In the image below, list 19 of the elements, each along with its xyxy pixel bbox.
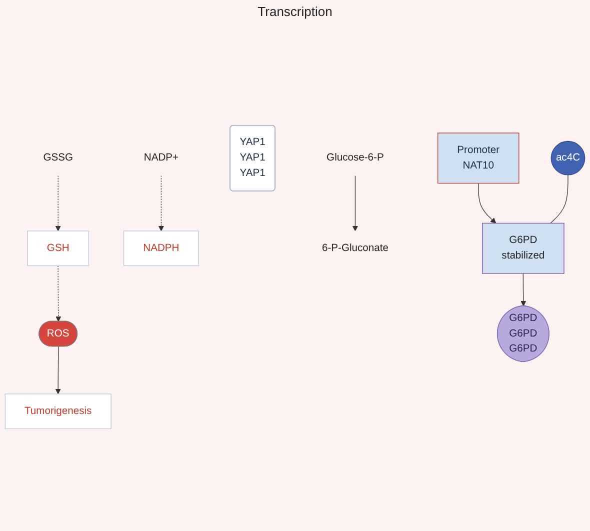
arrow (56, 265, 62, 322)
arrow (520, 273, 526, 306)
arrow (55, 175, 61, 232)
arrow (158, 175, 164, 232)
arrow (352, 175, 358, 232)
arrow (478, 182, 496, 224)
node-circle: ac4C (550, 140, 586, 176)
node-text: Glucose-6-P (326, 152, 384, 164)
node-box: Promoter NAT10 (438, 132, 520, 184)
node-box: G6PD stabilized (482, 222, 564, 274)
node-text: NADP+ (144, 152, 179, 164)
process-label: Transcription (258, 4, 332, 19)
node-box: GSH (27, 230, 89, 266)
node-text: GSSG (43, 152, 73, 164)
arrow (55, 346, 61, 394)
connector (550, 174, 568, 224)
node-box: Tumorigenesis (4, 394, 112, 430)
node-text: 6-P-Gluconate (322, 242, 388, 254)
node-box: NADPH (124, 230, 199, 266)
